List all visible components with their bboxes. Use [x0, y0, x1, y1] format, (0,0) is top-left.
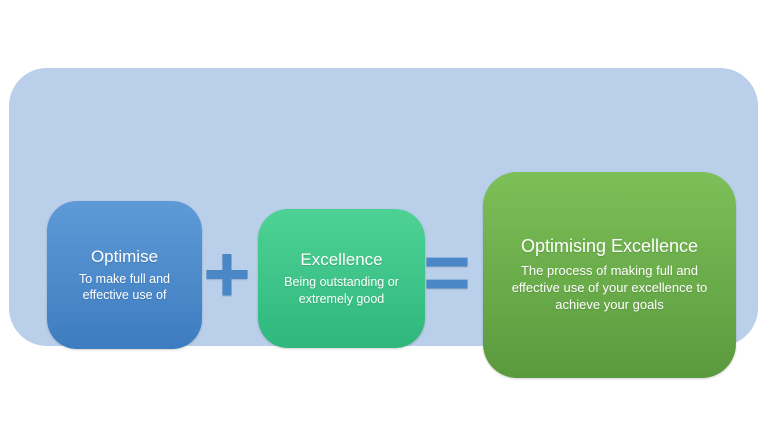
equals-operator: =: [423, 227, 471, 318]
box-optimising-excellence-title: Optimising Excellence: [520, 236, 699, 257]
box-optimise-subtitle: To make full and effective use of: [78, 271, 171, 303]
box-excellence: Excellence Being outstanding or extremel…: [258, 209, 425, 348]
box-optimising-excellence-subtitle: The process of making full and effective…: [511, 262, 708, 312]
box-optimise-title: Optimise: [90, 246, 159, 266]
box-excellence-subtitle: Being outstanding or extremely good: [284, 275, 399, 306]
box-excellence-title: Excellence: [300, 250, 383, 270]
box-optimising-excellence: Optimising Excellence The process of mak…: [483, 172, 736, 378]
plus-operator: +: [203, 229, 251, 320]
background-panel: Optimise To make full and effective use …: [9, 68, 758, 378]
box-optimise: Optimise To make full and effective use …: [47, 201, 202, 349]
